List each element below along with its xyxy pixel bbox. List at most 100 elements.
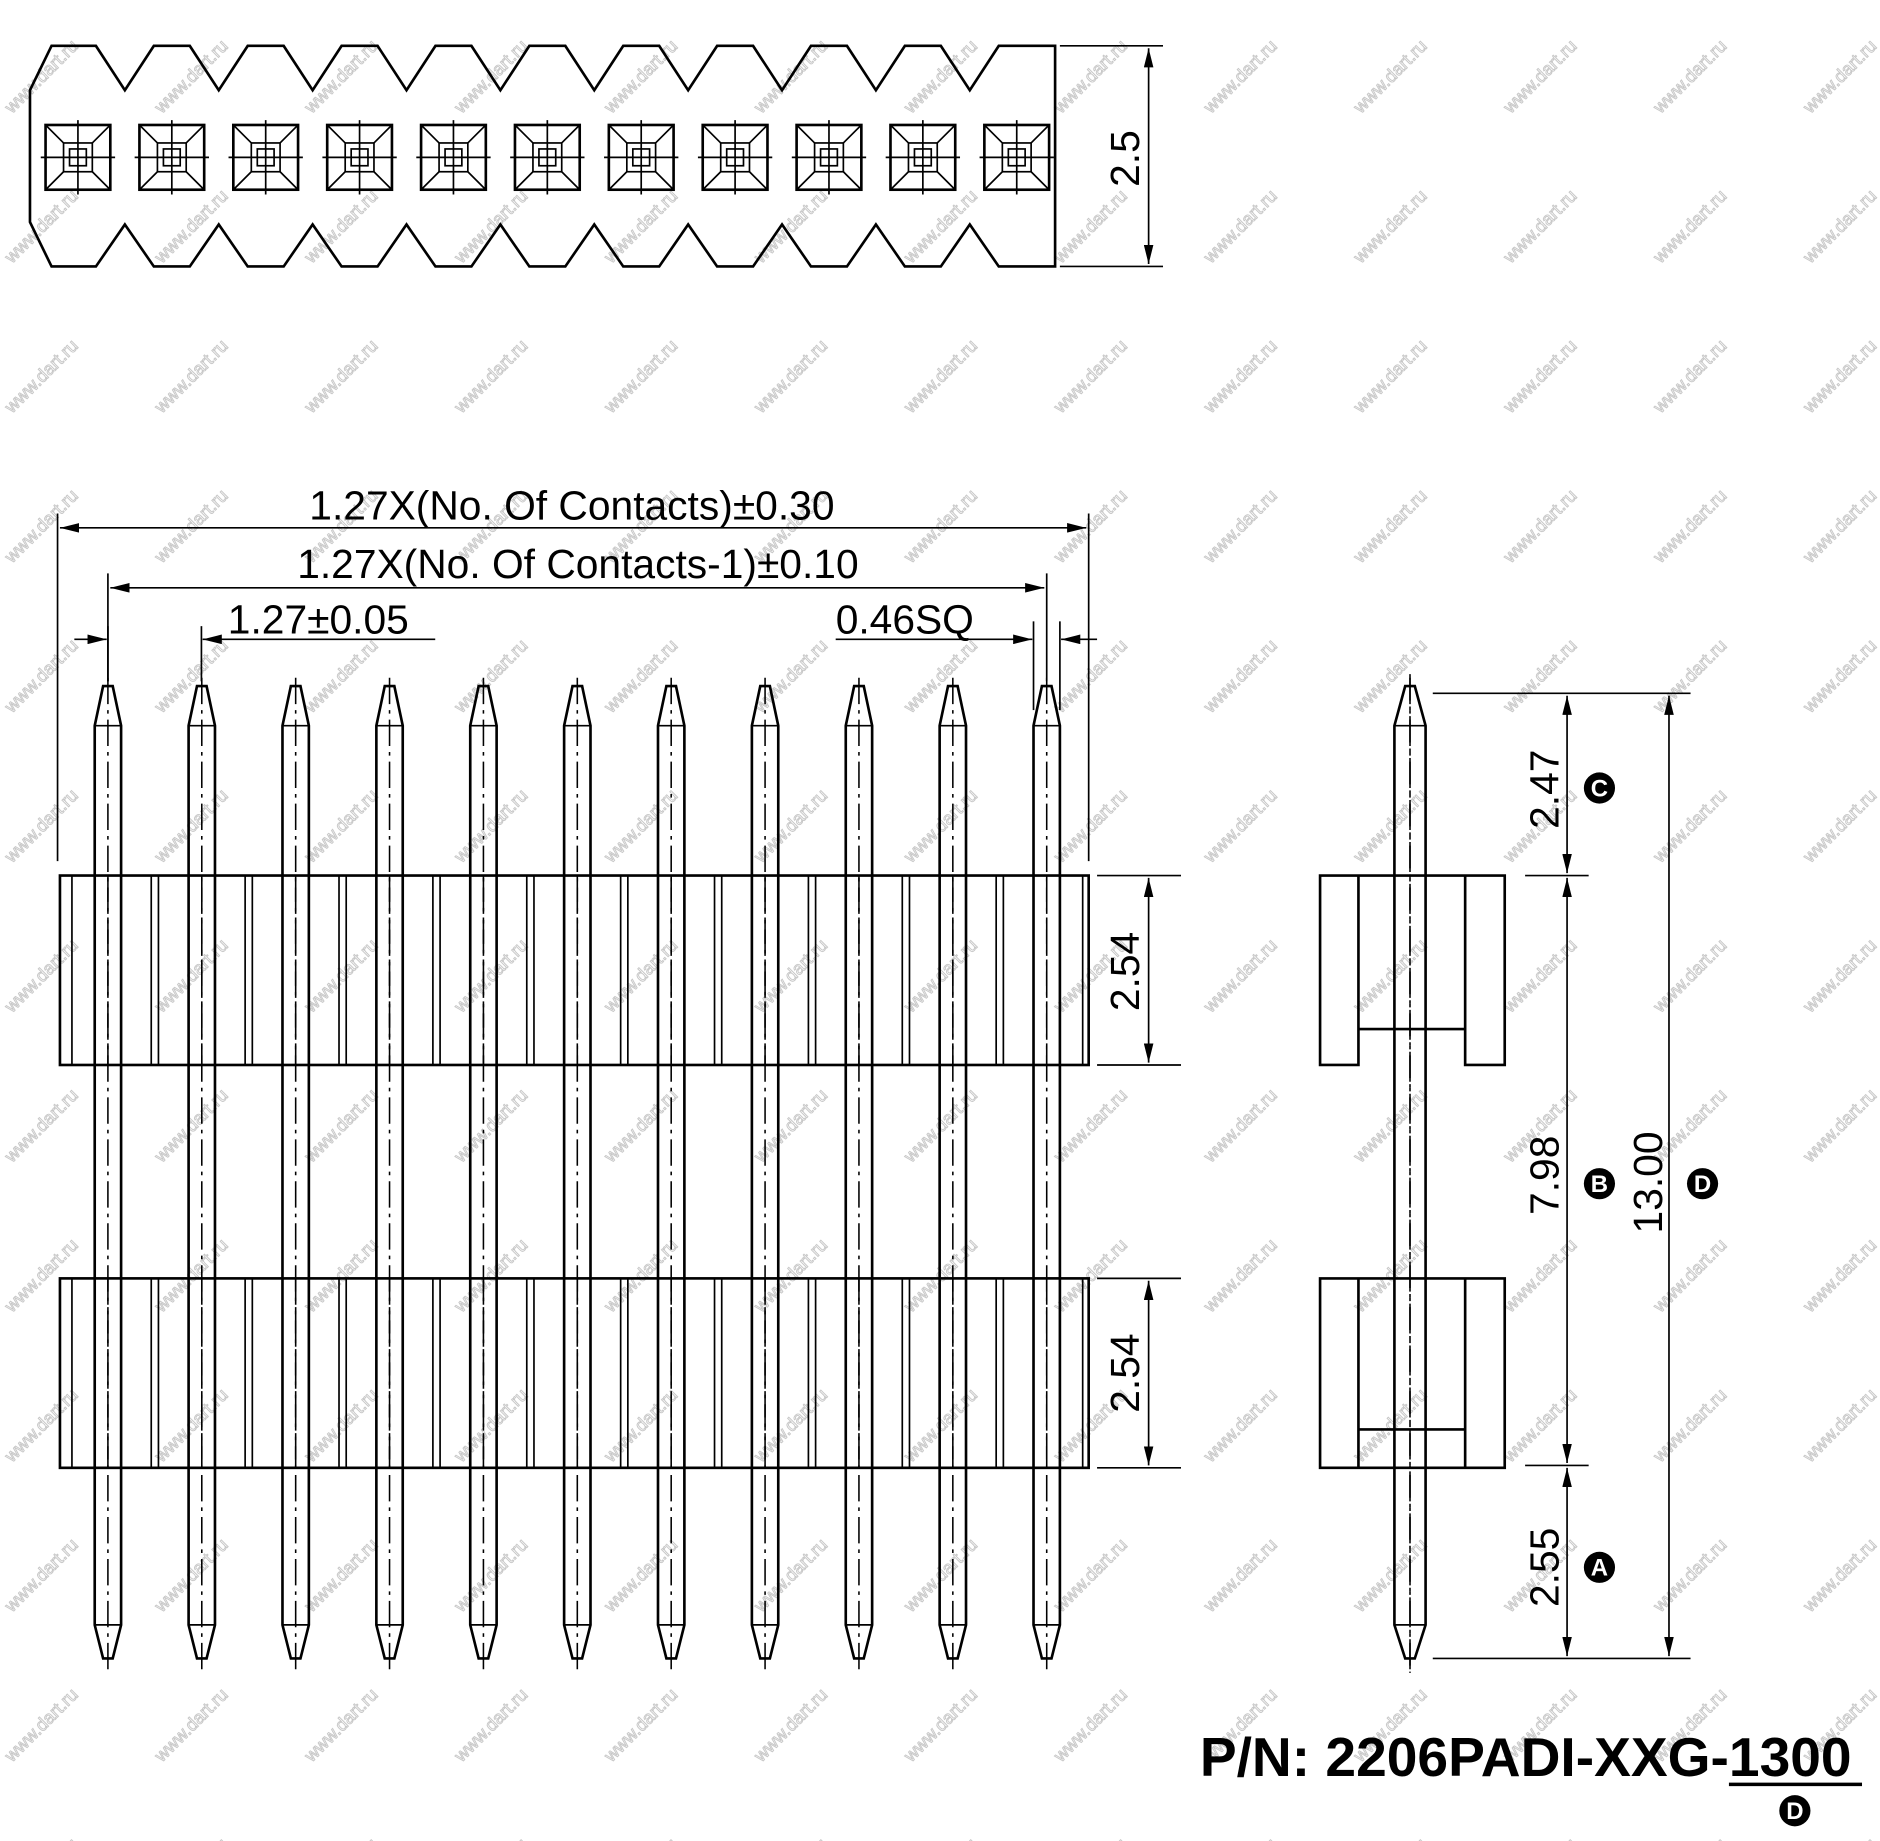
watermark-text: www.dart.ru (150, 1535, 232, 1617)
dimension-overall-length: 1.27X(No. Of Contacts)±0.30 (56, 482, 1090, 862)
watermark-text: www.dart.ru (0, 635, 82, 717)
watermark-text: www.dart.ru (1199, 36, 1281, 118)
watermark-text: www.dart.ru (1798, 1235, 1880, 1317)
housing-division (807, 1278, 817, 1468)
housing-division (338, 1278, 348, 1468)
watermark-text: www.dart.ru (749, 1385, 831, 1467)
watermark-text: www.dart.ru (450, 1085, 532, 1167)
watermark-text: www.dart.ru (450, 1684, 532, 1766)
watermark-text: www.dart.ru (1798, 1085, 1880, 1167)
watermark-text: www.dart.ru (749, 1834, 831, 1841)
watermark-text: www.dart.ru (150, 1085, 232, 1167)
pin-through-housing (563, 1278, 592, 1468)
housing-division (807, 875, 817, 1065)
watermark-text: www.dart.ru (450, 1535, 532, 1617)
label-c-circle (1583, 772, 1616, 804)
watermark-text: www.dart.ru (599, 1684, 681, 1766)
watermark-text: www.dart.ru (1649, 186, 1731, 268)
pin-square (322, 120, 397, 195)
watermark-text: www.dart.ru (1499, 1235, 1581, 1317)
watermark-text: www.dart.ru (0, 36, 82, 118)
watermark-text: www.dart.ru (1798, 635, 1880, 717)
part-number-label-circle (1779, 1795, 1811, 1827)
housing-division (995, 875, 1005, 1065)
watermark-text: www.dart.ru (0, 935, 82, 1017)
watermark-text: www.dart.ru (300, 336, 382, 418)
watermark-text: www.dart.ru (1199, 785, 1281, 867)
label-c: C (1591, 775, 1608, 802)
watermark-text: www.dart.ru (1649, 935, 1731, 1017)
part-number-prefix: P/N: 2206PADI-XXG- (1200, 1726, 1729, 1788)
pin-through-housing (281, 875, 310, 1065)
label-b: B (1591, 1171, 1608, 1198)
watermark-text: www.dart.ru (0, 336, 82, 418)
dim-text-b: 7.98 (1522, 1136, 1568, 1215)
pin-through-housing (751, 875, 780, 1065)
pin (93, 677, 123, 1670)
watermark-text: www.dart.ru (599, 785, 681, 867)
dim-text-housing-lower: 2.54 (1102, 1333, 1148, 1412)
watermark-text: www.dart.ru (300, 785, 382, 867)
pin-square (228, 120, 303, 195)
watermark-text: www.dart.ru (899, 36, 981, 118)
watermark-text: www.dart.ru (1349, 485, 1431, 567)
pin-square-cross (979, 120, 1054, 195)
label-b-circle (1583, 1168, 1616, 1200)
watermark-text: www.dart.ru (1049, 1535, 1131, 1617)
watermark-text: www.dart.ru (1499, 186, 1581, 268)
watermark-text: www.dart.ru (0, 1385, 82, 1467)
pin-through-housing (844, 875, 873, 1065)
watermark-text: www.dart.ru (1349, 1535, 1431, 1617)
watermark-text: www.dart.ru (0, 785, 82, 867)
pin-square-cross (322, 120, 397, 195)
watermark-text: www.dart.ru (1798, 485, 1880, 567)
watermark-text: www.dart.ru (1499, 485, 1581, 567)
front-view: 1.27X(No. Of Contacts)±0.30 1.27X(No. Of… (56, 482, 1181, 1670)
label-d: D (1694, 1171, 1711, 1198)
pin-square-cross (791, 120, 867, 195)
watermark-text: www.dart.ru (150, 1684, 232, 1766)
housing-upper (58, 874, 1090, 1067)
watermark-text: www.dart.ru (1349, 1834, 1431, 1841)
pin (1032, 677, 1062, 1670)
pin-square-cross (40, 120, 116, 195)
pin-through-housing (469, 1278, 498, 1468)
watermark-text: www.dart.ru (1049, 336, 1131, 418)
watermark-text: www.dart.ru (1349, 36, 1431, 118)
side-housing-lower (1318, 1277, 1507, 1470)
watermark-text: www.dart.ru (450, 336, 532, 418)
housing-division (713, 875, 723, 1065)
watermark-text: www.dart.ru (1649, 485, 1731, 567)
pin-square-cross (697, 120, 773, 195)
watermark-text: www.dart.ru (1049, 635, 1131, 717)
watermark-text: www.dart.ru (1199, 1535, 1281, 1617)
watermark-text: www.dart.ru (1199, 485, 1281, 567)
watermark-text: www.dart.ru (899, 485, 981, 567)
watermark-text: www.dart.ru (450, 1834, 532, 1841)
watermark-text: www.dart.ru (450, 785, 532, 867)
watermark-text: www.dart.ru (0, 1535, 82, 1617)
watermark-text: www.dart.ru (1049, 1834, 1131, 1841)
pin-square-cross (228, 120, 303, 195)
watermark-text: www.dart.ru (1349, 1235, 1431, 1317)
watermark-text: www.dart.ru (1798, 785, 1880, 867)
watermark-text: www.dart.ru (1049, 485, 1131, 567)
pin-through-housing (93, 875, 122, 1065)
pin-square (510, 120, 585, 195)
watermark-text: www.dart.ru (1649, 36, 1731, 118)
housing-division (244, 1278, 254, 1468)
pin (844, 677, 874, 1670)
dimension-housing-lower: 2.54 (1097, 1277, 1181, 1469)
housing-details (71, 875, 1084, 1468)
watermark-text: www.dart.ru (150, 1834, 232, 1841)
pin-through-housing (93, 1278, 122, 1468)
pin-through-housing (1032, 1278, 1061, 1468)
watermark-text: www.dart.ru (0, 1684, 82, 1766)
watermark-text: www.dart.ru (300, 1834, 382, 1841)
watermark-text: www.dart.ru (749, 785, 831, 867)
watermark-text: www.dart.ru (300, 1684, 382, 1766)
watermark-text: www.dart.ru (1649, 785, 1731, 867)
watermark-text: www.dart.ru (300, 635, 382, 717)
watermark-text: www.dart.ru (1798, 336, 1880, 418)
watermark-text: www.dart.ru (1349, 785, 1431, 867)
